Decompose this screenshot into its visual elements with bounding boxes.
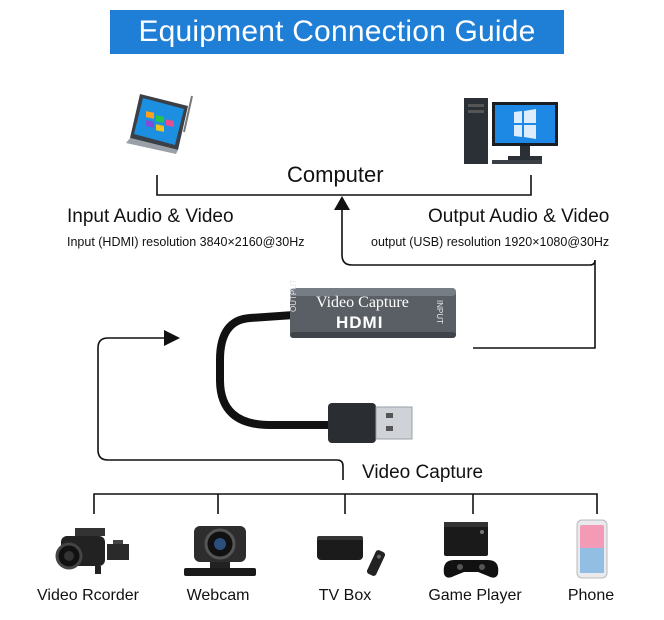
device-port-input: INPUT (435, 300, 444, 324)
output-arrowhead (334, 196, 350, 210)
game-console-icon (443, 522, 499, 578)
device-label-tv-box: TV Box (318, 587, 372, 604)
output-resolution: output (USB) resolution 1920×1080@30Hz (371, 235, 610, 249)
smartphone-icon (576, 519, 608, 579)
output-path-line (341, 206, 596, 349)
device-hdmi-logo: HDMI (336, 313, 384, 332)
device-label-webcam: Webcam (186, 587, 250, 604)
tv-box-icon (317, 536, 386, 576)
desktop-pc-icon (464, 98, 558, 164)
title-banner: Equipment Connection Guide (110, 10, 564, 54)
webcam-icon (184, 526, 256, 576)
video-capture-label: Video Capture (362, 462, 484, 483)
camcorder-icon (55, 528, 129, 574)
device-port-output: OUTPUT (289, 279, 298, 312)
device-label-video-rcorder: Video Rcorder (37, 587, 139, 604)
capture-device (216, 288, 456, 443)
input-heading: Input Audio & Video (67, 206, 234, 227)
device-brand-line: Video Capture (316, 294, 409, 311)
device-label-game-player: Game Player (428, 587, 522, 604)
output-heading: Output Audio & Video (428, 206, 610, 227)
page-title: Equipment Connection Guide (138, 15, 536, 48)
input-path-line (97, 337, 344, 480)
computer-bracket (156, 175, 532, 196)
input-arrowhead (164, 330, 180, 346)
tablet-laptop-icon (126, 94, 193, 154)
computer-label: Computer (287, 162, 384, 187)
device-label-phone: Phone (567, 587, 615, 604)
input-resolution: Input (HDMI) resolution 3840×2160@30Hz (67, 235, 305, 249)
